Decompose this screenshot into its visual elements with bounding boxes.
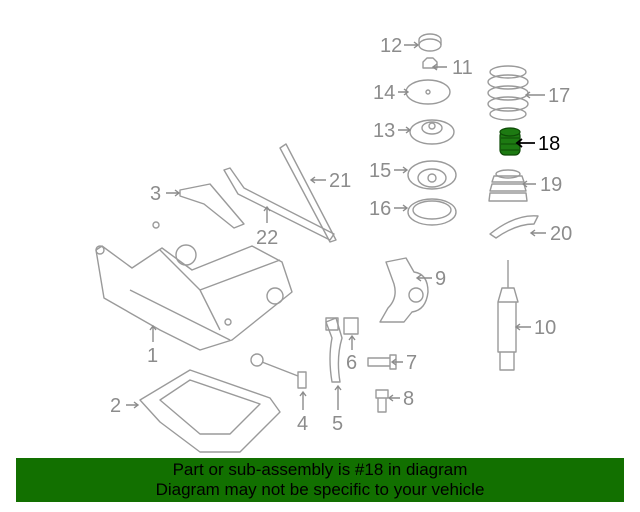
callout-14[interactable]: 14 xyxy=(373,82,395,104)
callout-16[interactable]: 16 xyxy=(369,198,391,220)
part-19-boot[interactable] xyxy=(488,169,528,202)
callout-arrows xyxy=(126,41,546,410)
callout-15[interactable]: 15 xyxy=(369,160,391,182)
part-15-seat[interactable] xyxy=(407,160,457,190)
part-11-nut[interactable] xyxy=(422,57,438,69)
part-22-arm[interactable] xyxy=(223,167,335,241)
callout-8[interactable]: 8 xyxy=(403,388,414,410)
callout-22[interactable]: 22 xyxy=(256,227,278,249)
part-6-bushing[interactable] xyxy=(343,317,359,335)
part-17-spring[interactable] xyxy=(487,65,529,121)
part-8-link-end[interactable] xyxy=(375,389,389,413)
callout-5[interactable]: 5 xyxy=(332,413,343,435)
callout-11[interactable]: 11 xyxy=(452,57,473,79)
part-2-skid-plate[interactable] xyxy=(139,369,281,453)
callout-20[interactable]: 20 xyxy=(550,223,572,245)
part-10-strut[interactable] xyxy=(497,260,519,371)
callout-10[interactable]: 10 xyxy=(534,317,556,339)
banner-line-1: Part or sub-assembly is #18 in diagram xyxy=(172,460,468,479)
part-4-link[interactable] xyxy=(250,353,307,389)
callout-13[interactable]: 13 xyxy=(373,120,395,142)
callout-1[interactable]: 1 xyxy=(147,345,158,367)
callout-7[interactable]: 7 xyxy=(406,352,417,374)
callout-3[interactable]: 3 xyxy=(150,183,161,205)
part-1-subframe[interactable] xyxy=(95,221,293,351)
part-12-cap[interactable] xyxy=(418,33,442,52)
callout-17[interactable]: 17 xyxy=(548,85,570,107)
part-9-knuckle[interactable] xyxy=(379,257,429,323)
part-5-arm[interactable] xyxy=(325,317,343,383)
callout-4[interactable]: 4 xyxy=(297,413,308,435)
callout-19[interactable]: 19 xyxy=(540,174,562,196)
part-7-bolt[interactable] xyxy=(367,354,397,370)
part-13-mount[interactable] xyxy=(409,119,455,145)
callout-21[interactable]: 21 xyxy=(329,170,351,192)
part-3-bracket[interactable] xyxy=(179,183,245,229)
callout-2[interactable]: 2 xyxy=(110,395,121,417)
callout-9[interactable]: 9 xyxy=(435,268,446,290)
part-16-ring[interactable] xyxy=(407,198,457,226)
part-18-bump-stop[interactable] xyxy=(499,127,521,156)
part-20-pad[interactable] xyxy=(489,215,539,239)
diagram-notice-banner: Part or sub-assembly is #18 in diagram D… xyxy=(16,458,624,502)
callout-12[interactable]: 12 xyxy=(380,35,402,57)
part-21-brace[interactable] xyxy=(279,143,337,243)
callout-18[interactable]: 18 xyxy=(538,133,560,155)
banner-line-2: Diagram may not be specific to your vehi… xyxy=(155,480,485,499)
part-14-plate[interactable] xyxy=(405,79,451,105)
callout-6[interactable]: 6 xyxy=(346,352,357,374)
